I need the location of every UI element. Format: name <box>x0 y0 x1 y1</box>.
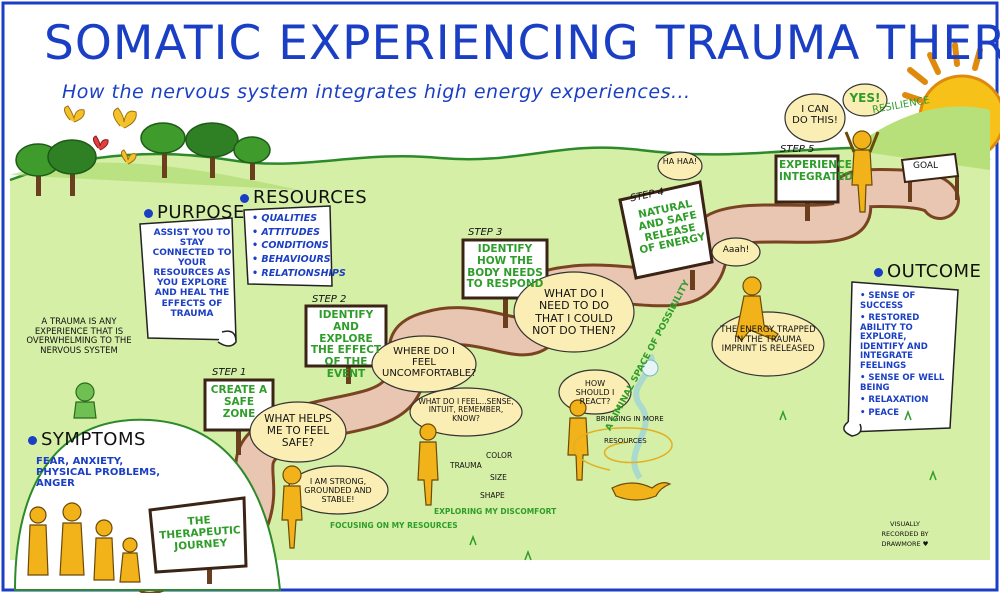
outcome-list: • SENSE OF SUCCESS• RESTORED ABILITY TO … <box>860 291 950 421</box>
purpose-header-text: PURPOSE <box>157 202 245 223</box>
bubble-what-need-text: WHAT DO I NEED TO DO THAT I COULD NOT DO… <box>532 287 616 337</box>
person-exploring <box>417 423 439 506</box>
bubble-where <box>371 335 477 393</box>
trees-icon <box>15 122 271 196</box>
bubble-aaah <box>711 237 761 267</box>
journey-sign-text: THE THERAPEUTIC JOURNEY <box>158 514 242 553</box>
purpose-text: ASSIST YOU TO STAY CONNECTED TO YOUR RES… <box>152 228 232 319</box>
bubble-yes <box>842 83 888 117</box>
outcome-header: OUTCOME <box>874 261 982 282</box>
person-sitting <box>735 276 779 341</box>
step3-label: STEP 3 <box>468 227 503 238</box>
butterflies-icon <box>64 105 137 165</box>
annotation-size: SIZE <box>490 473 507 482</box>
outcome-item: • SENSE OF WELL BEING <box>860 373 945 393</box>
trauma-definition: A TRAUMA IS ANY EXPERIENCE THAT IS OVERW… <box>26 317 132 356</box>
resource-item: • QUALITIES <box>252 213 318 224</box>
sign-step5 <box>774 154 840 221</box>
outcome-item: • RELAXATION <box>860 395 929 406</box>
symptom-people <box>27 502 141 583</box>
bubble-haha <box>657 151 703 181</box>
bubble-where-text: WHERE DO I FEEL UNCOMFORTABLE? <box>382 346 477 380</box>
outcome-header-text: OUTCOME <box>887 261 982 282</box>
bubble-what-need <box>513 271 635 353</box>
bubble-what-do-i-feel-text: WHAT DO I FEEL...SENSE, INTUIT, REMEMBER… <box>418 397 514 423</box>
bubble-what-helps-text: WHAT HELPS ME TO FEEL SAFE? <box>264 413 332 449</box>
bullet-dot <box>144 208 153 218</box>
bubble-yes-text: YES! <box>849 91 881 105</box>
resources-header-text: RESOURCES <box>253 187 368 208</box>
bubble-aaah-text: Aaah! <box>722 245 750 255</box>
symptoms-text: FEAR, ANXIETY, PHYSICAL PROBLEMS, ANGER <box>36 456 161 490</box>
annotation-resources: RESOURCES <box>604 437 647 445</box>
sign-step4 <box>618 180 714 290</box>
bubble-haha-text: HA HAA! <box>662 157 698 166</box>
sign-step2 <box>304 304 388 384</box>
outcome-item: • SENSE OF SUCCESS <box>860 291 916 311</box>
resource-item: • CONDITIONS <box>252 240 329 252</box>
annotation-trauma: TRAUMA <box>450 461 482 470</box>
diagram-subtitle: How the nervous system integrates high e… <box>62 81 691 103</box>
sign-goal <box>900 152 960 202</box>
step1-label: STEP 1 <box>212 367 247 378</box>
person-safe-zone <box>281 465 303 549</box>
sign-journey <box>148 496 248 584</box>
bubble-i-can-text: I CAN DO THIS! <box>792 104 838 127</box>
resource-item: • ATTITUDES <box>252 226 320 238</box>
spiral <box>573 427 673 471</box>
bubble-what-helps <box>249 401 347 463</box>
bullet-dot <box>240 193 249 203</box>
outcome-item: • RESTORED ABILITY TO EXPLORE, IDENTIFY … <box>860 313 928 371</box>
person-goal <box>844 130 880 213</box>
diagram-title: SOMATIC EXPERIENCING TRAUMA THERAPY <box>44 16 1000 71</box>
annotation-color: COLOR <box>486 451 513 460</box>
bubble-energy-text: THE ENERGY TRAPPED IN THE TRAUMA IMPRINT… <box>720 325 816 355</box>
bubble-strong-text: I AM STRONG, GROUNDED AND STABLE! <box>304 477 372 504</box>
step5-text: EXPERIENCE INTEGRATED <box>779 159 854 183</box>
annotation-focusing: FOCUSING ON MY RESOURCES <box>330 521 458 530</box>
purpose-scroll <box>139 217 237 347</box>
bubble-i-can <box>784 93 846 143</box>
person-definition <box>73 382 97 419</box>
bubble-what-do-i-feel <box>409 387 523 437</box>
annotation-exploring: EXPLORING MY DISCOMFORT <box>434 507 557 516</box>
resources-scroll <box>243 205 333 287</box>
step2-label: STEP 2 <box>312 294 347 305</box>
step3-text: IDENTIFY HOW THE BODY NEEDS TO RESPOND <box>466 243 544 291</box>
step2-text: IDENTIFY AND EXPLORE THE EFFECT OF THE E… <box>310 309 382 380</box>
purpose-header: PURPOSE <box>144 202 245 223</box>
hill-outline <box>9 146 991 182</box>
step1-text: CREATE A SAFE ZONE <box>210 384 268 420</box>
symptoms-header: SYMPTOMS <box>28 429 146 450</box>
symptoms-header-text: SYMPTOMS <box>41 429 146 450</box>
resource-item: • BEHAVIOURS <box>252 253 331 265</box>
annotation-shape: SHAPE <box>480 491 505 500</box>
bubble-how-react-text: HOW SHOULD I REACT? <box>575 379 615 406</box>
resources-header: RESOURCES <box>240 187 368 208</box>
bullet-dot <box>874 267 883 277</box>
goal-sign-text: GOAL <box>913 161 939 171</box>
genie-lamp-icon <box>611 353 672 501</box>
annotation-bringing: BRINGING IN MORE <box>596 415 664 423</box>
outcome-scroll <box>843 281 959 437</box>
bullet-dot <box>28 435 37 445</box>
outcome-item: • PEACE <box>860 407 900 418</box>
person-reacting <box>567 399 589 481</box>
resource-item: • RELATIONSHIPS <box>252 267 346 279</box>
credit-text: VISUALLY RECORDED BY DRAWMORE ♥ <box>881 520 929 548</box>
step5-label: STEP 5 <box>780 144 815 155</box>
resources-list: • QUALITIES • ATTITUDES • CONDITIONS• BEHA… <box>252 213 346 282</box>
